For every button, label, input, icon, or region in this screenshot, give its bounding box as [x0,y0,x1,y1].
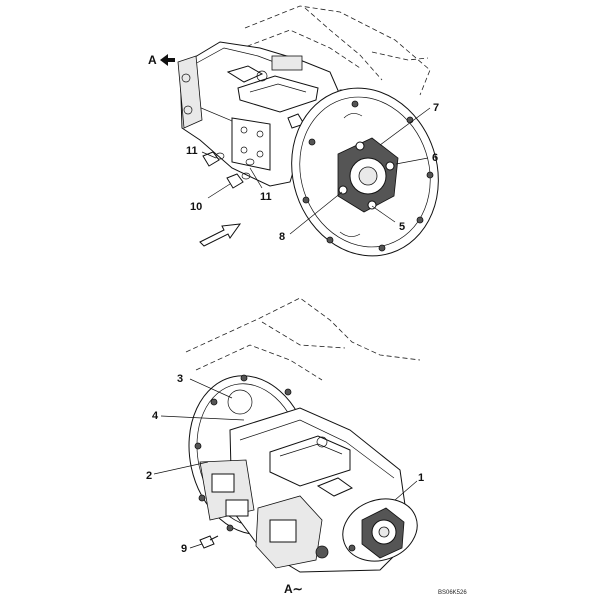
lower-bolt-9 [199,535,219,549]
upper-assembly-view: A [148,5,439,257]
callout-7: 7 [433,102,439,114]
upper-fittings [202,151,255,189]
lower-leader-lines [153,378,418,549]
lower-pump-body [199,407,418,573]
upper-leader-lines [201,107,431,235]
svg-text:A: A [148,53,157,67]
callout-9: 9 [181,543,187,555]
upper-direction-arrow [199,223,242,247]
callout-6: 6 [432,152,438,164]
callout-4: 4 [152,410,159,422]
callout-11-lower: 11 [260,191,272,203]
drawing-code: BS06K526 [438,590,467,596]
upper-flange [291,87,439,257]
callout-1: 1 [418,472,424,484]
lower-frame-outline [185,297,421,381]
lower-assembly-view: 3 4 2 1 9 A∼ [146,297,424,596]
callout-3: 3 [177,373,183,385]
callout-10: 10 [190,201,202,213]
callout-2: 2 [146,470,152,482]
view-caption-a: A∼ [284,582,303,596]
callout-11-upper: 11 [186,145,198,157]
view-arrow-a: A [148,53,175,67]
callout-5: 5 [399,221,405,233]
callout-8: 8 [279,231,285,243]
upper-frame-outline [231,5,431,96]
